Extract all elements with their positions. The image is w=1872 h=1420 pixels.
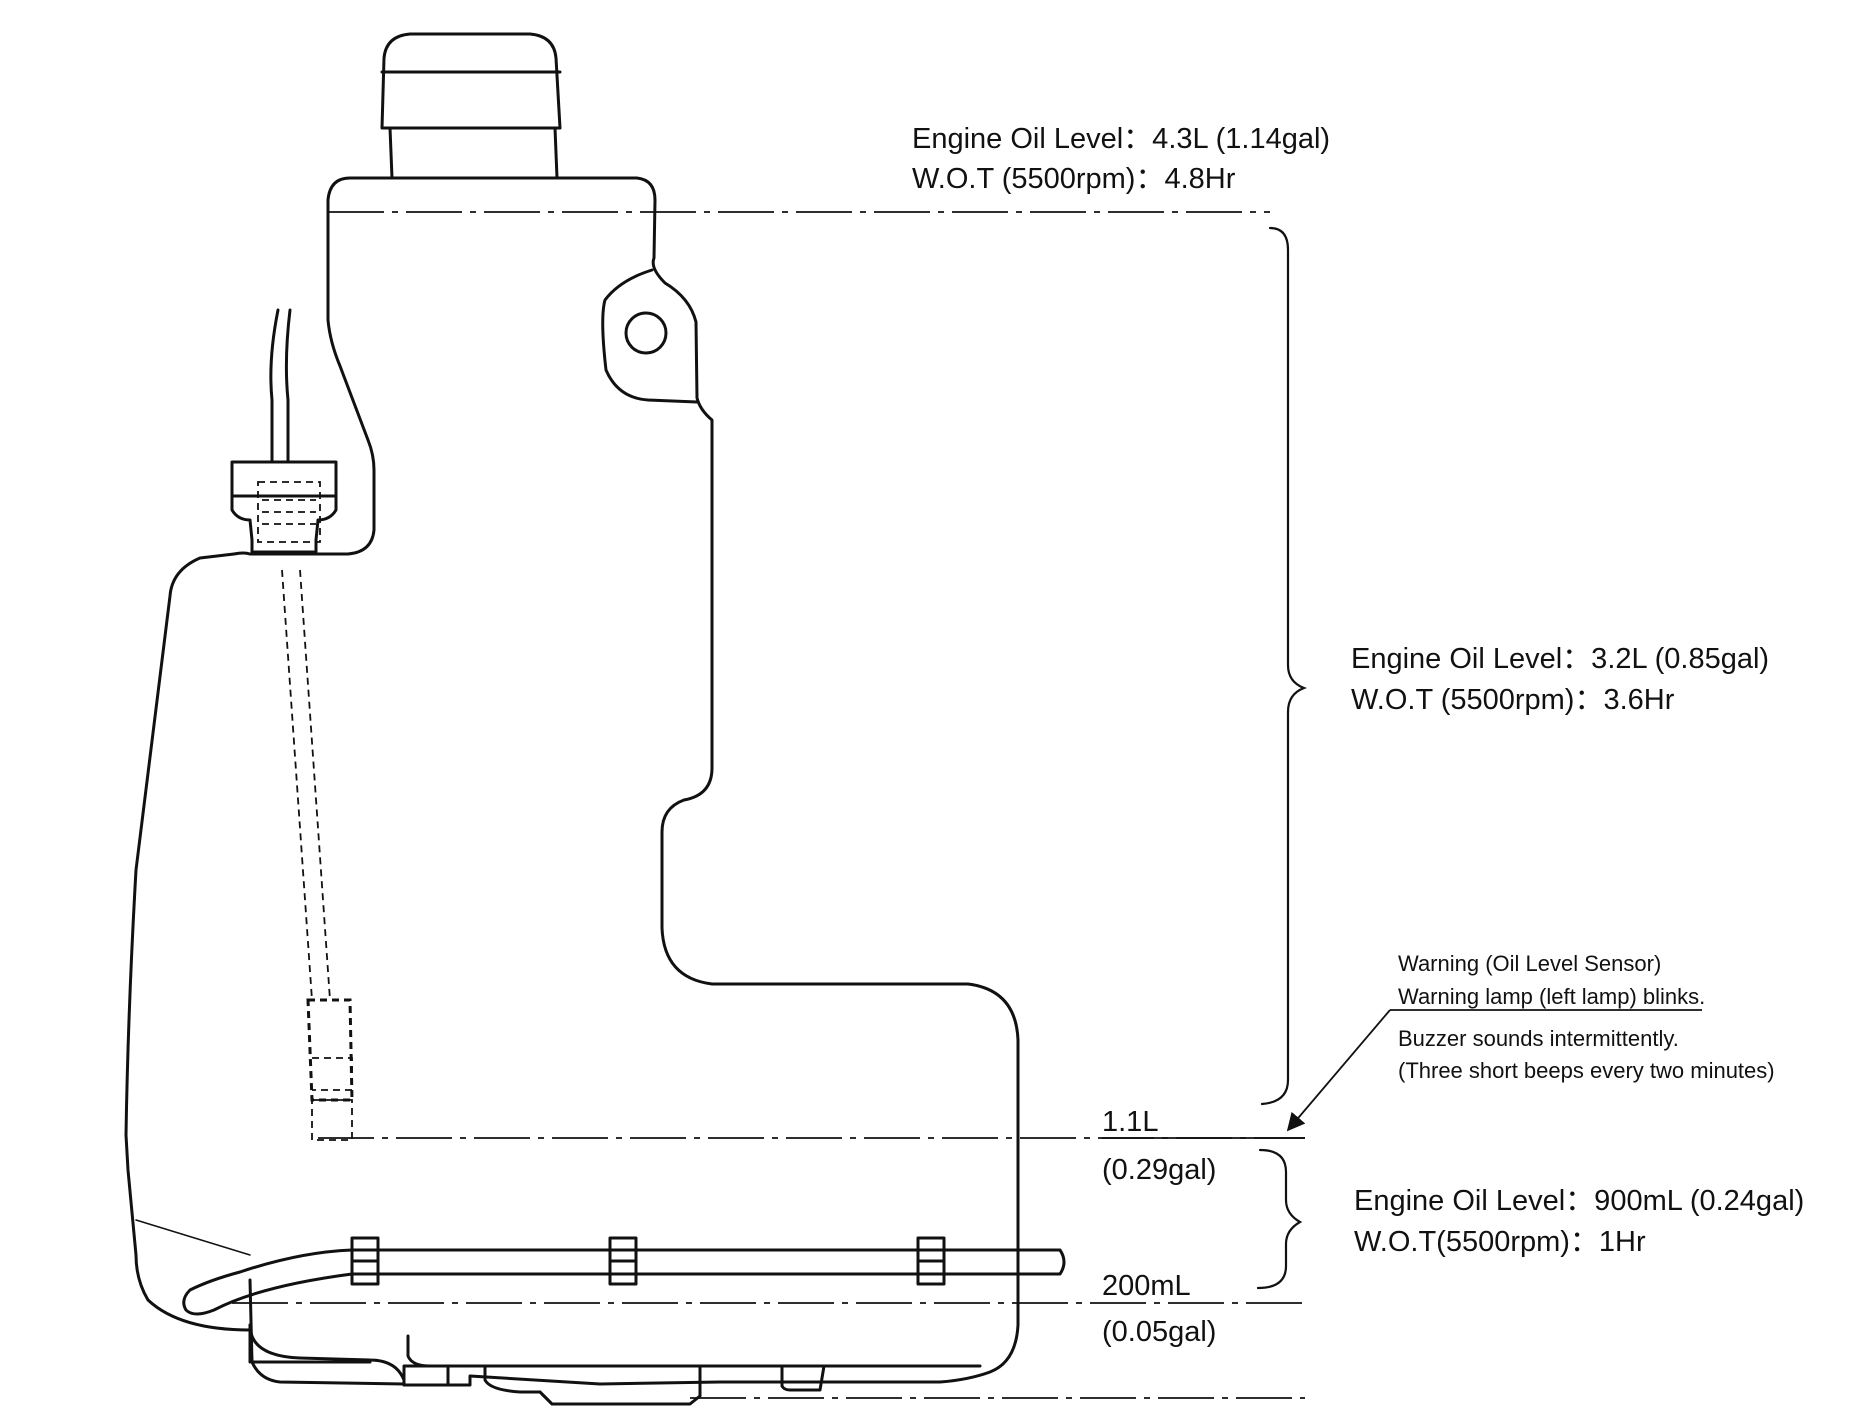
top-wot-label: W.O.T (5500rpm)：4.8Hr xyxy=(912,163,1236,195)
sensor-wire-1 xyxy=(269,308,280,464)
level-200mL-gallons: (0.05gal) xyxy=(1102,1316,1217,1348)
top-oil-level-label: Engine Oil Level：4.3L (1.14gal) xyxy=(912,123,1331,155)
tank-base xyxy=(248,1278,406,1386)
bottom-oil-level-label: Engine Oil Level：900mL (0.24gal) xyxy=(1354,1185,1805,1217)
brace-lower xyxy=(1256,1148,1303,1290)
middle-wot-label: W.O.T (5500rpm)：3.6Hr xyxy=(1351,684,1675,716)
level-200mL-label: 200mL xyxy=(1102,1270,1191,1302)
warning-beeps-text: (Three short beeps every two minutes) xyxy=(1398,1058,1775,1083)
sensor-connector xyxy=(230,460,338,498)
middle-oil-level-label: Engine Oil Level：3.2L (0.85gal) xyxy=(1351,643,1770,675)
brace-upper xyxy=(1260,226,1308,1106)
warning-arrow xyxy=(1286,1009,1391,1132)
warning-title: Warning (Oil Level Sensor) xyxy=(1398,951,1662,976)
mount-tab xyxy=(601,268,699,404)
filler-cap xyxy=(380,32,562,130)
filler-neck xyxy=(388,126,559,180)
level-1-1L-label: 1.1L xyxy=(1102,1106,1159,1138)
bottom-wot-label: W.O.T(5500rpm)：1Hr xyxy=(1354,1226,1646,1258)
sensor-wire-2 xyxy=(284,308,292,464)
warning-buzzer-text: Buzzer sounds intermittently. xyxy=(1398,1026,1679,1051)
tank-outline xyxy=(244,178,1018,1395)
level-1-1L-gallons: (0.29gal) xyxy=(1102,1154,1217,1186)
mount-hole xyxy=(624,311,668,355)
oil-pipe xyxy=(350,1248,1066,1276)
warning-lamp-text: Warning lamp (left lamp) blinks. xyxy=(1398,984,1706,1009)
